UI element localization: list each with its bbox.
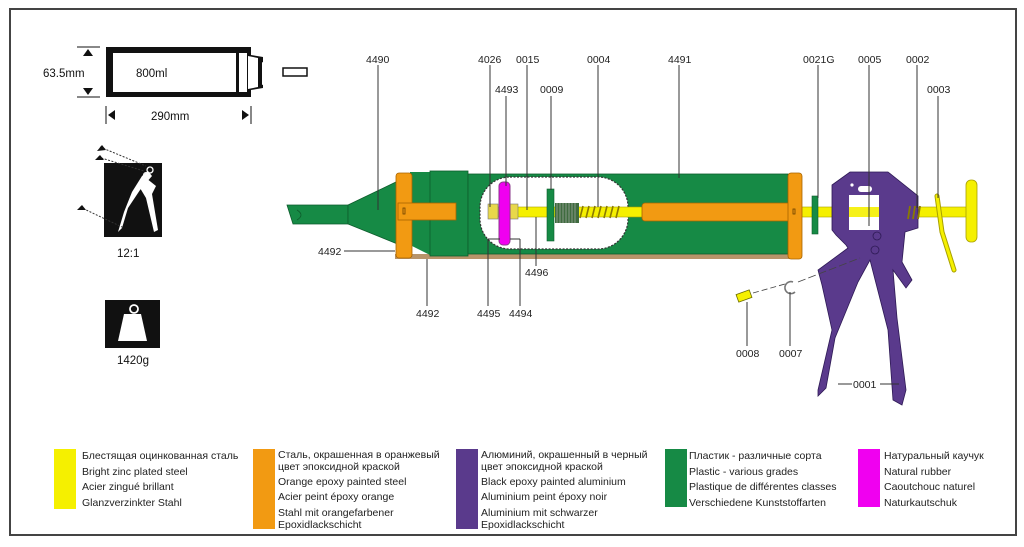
legend-text-rubber: Натуральный каучук Natural rubber Caoutc… — [884, 450, 984, 509]
rubber-disc-4493 — [498, 181, 511, 246]
part-label-4495: 4495 — [477, 308, 501, 320]
cartridge-volume-label: 800ml — [136, 68, 167, 80]
spring-0002 — [907, 205, 921, 220]
diagram-frame — [9, 8, 1017, 536]
legend-swatch-orange-steel — [253, 449, 275, 529]
frame-rod-4492 — [395, 254, 800, 259]
legend-text-plastic: Пластик - различные сорта Plastic - vari… — [689, 450, 837, 509]
part-label-0001: 0001 — [853, 379, 877, 391]
part-label-4496: 4496 — [525, 267, 549, 279]
pusher-rod — [641, 202, 793, 222]
part-label-0008: 0008 — [736, 348, 760, 360]
part-label-0004: 0004 — [587, 54, 611, 66]
legend-swatch-zinc — [54, 449, 76, 509]
legend-text-zinc: Блестящая оцинкованная сталь Bright zinc… — [82, 450, 239, 509]
part-label-0009: 0009 — [540, 84, 564, 96]
legend-swatch-plastic — [665, 449, 687, 507]
cartridge-dimension-icon — [77, 46, 308, 124]
part-label-4490: 4490 — [366, 54, 390, 66]
pin-0008 — [735, 289, 753, 303]
part-label-0021G: 0021G — [803, 54, 835, 66]
nozzle-4490 — [286, 179, 401, 246]
part-label-0003: 0003 — [927, 84, 951, 96]
part-0021G — [811, 195, 819, 235]
rear-plate — [787, 172, 803, 260]
weight-label: 1420g — [117, 355, 149, 367]
part-label-4493: 4493 — [495, 84, 519, 96]
part-label-0005: 0005 — [858, 54, 882, 66]
trigger-lever-ratio-icon — [77, 145, 162, 237]
part-label-0015: 0015 — [516, 54, 540, 66]
legend-text-orange-steel: Сталь, окрашенная в оранжевый цвет эпокс… — [278, 449, 440, 531]
legend-text-aluminium: Алюминий, окрашенный в черный цвет эпокс… — [481, 449, 648, 531]
weight-icon — [105, 300, 160, 348]
threaded-section — [555, 203, 579, 223]
part-label-4491: 4491 — [668, 54, 692, 66]
leader-lines — [344, 65, 939, 385]
part-label-0007: 0007 — [779, 348, 803, 360]
cartridge-diameter-label: 63.5mm — [43, 68, 85, 80]
legend-swatch-aluminium — [456, 449, 478, 529]
part-label-0002: 0002 — [906, 54, 930, 66]
plunger-disc-0009 — [546, 188, 555, 242]
t-handle — [965, 179, 978, 243]
legend-swatch-rubber — [858, 449, 880, 507]
part-label-4492-front: 4492 — [318, 246, 342, 258]
part-label-4494: 4494 — [509, 308, 533, 320]
clip-0007 — [784, 280, 796, 295]
cartridge-length-label: 290mm — [151, 111, 189, 123]
part-label-4026: 4026 — [478, 54, 502, 66]
handle-0001 — [817, 171, 919, 406]
part-label-4492-bottom: 4492 — [416, 308, 440, 320]
mechanical-ratio-label: 12:1 — [117, 248, 139, 260]
spring-0004 — [579, 205, 620, 219]
